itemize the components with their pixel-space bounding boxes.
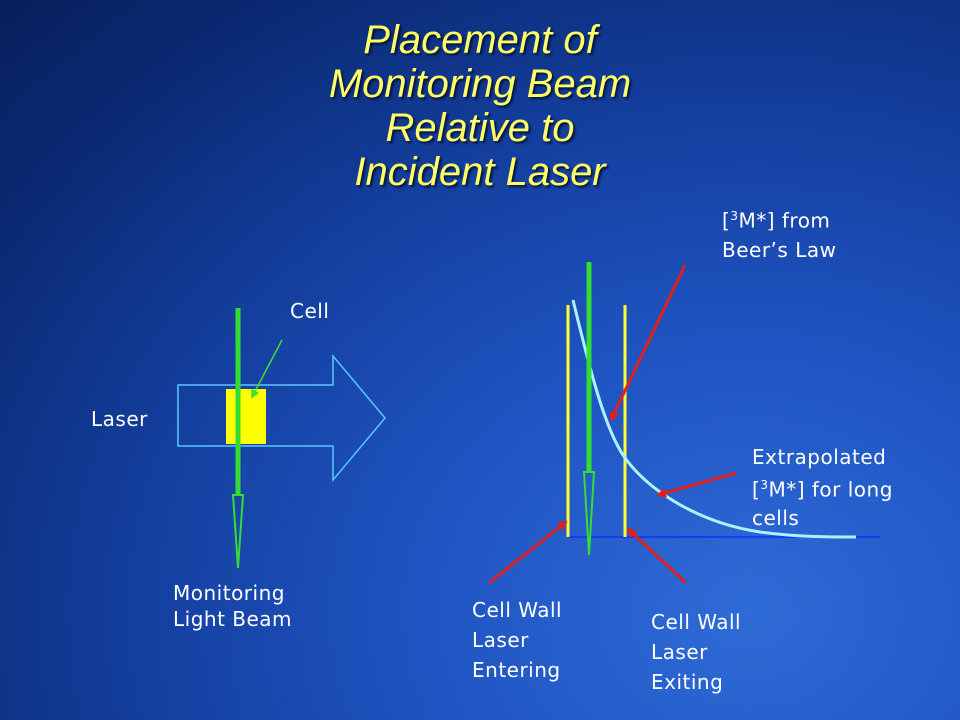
exiting-pointer — [626, 527, 688, 585]
beers-law-label: [3M*] from Beer’s Law — [722, 202, 836, 265]
title-line-1: Placement of — [363, 18, 597, 62]
extrapolated-line-3: cells — [752, 505, 800, 530]
extrapolated-bracket: [ — [752, 477, 761, 502]
exiting-line-1: Cell Wall — [651, 610, 742, 634]
laser-arrow-outline — [177, 353, 386, 483]
monitoring-light-beam-label: Monitoring Light Beam — [173, 580, 292, 632]
beers-law-bracket: [ — [722, 208, 731, 233]
cell-label: Cell — [290, 299, 330, 323]
exiting-line-3: Exiting — [651, 670, 724, 694]
sample-cell — [226, 389, 266, 444]
cell-wall-exiting-label: Cell Wall Laser Exiting — [651, 607, 741, 697]
extrapolated-superscript: 3 — [760, 478, 769, 492]
monitoring-label-line-1: Monitoring — [173, 581, 285, 605]
beers-law-line-1: [3M*] from — [722, 202, 836, 236]
cell-wall-entering-label: Cell Wall Laser Entering — [472, 595, 562, 685]
monitoring-beam-right — [582, 262, 596, 556]
entering-pointer — [488, 520, 568, 585]
monitoring-label-line-2: Light Beam — [173, 607, 293, 631]
entering-line-1: Cell Wall — [472, 598, 563, 622]
laser-label: Laser — [91, 407, 148, 431]
title-line-3: Relative to — [385, 106, 575, 150]
monitoring-beam-left — [231, 308, 245, 569]
extrapolated-pointer — [656, 471, 737, 498]
cell-pointer-line — [251, 339, 283, 399]
entering-line-2: Laser — [472, 628, 529, 652]
extrapolated-line-2-rest: M*] for long — [768, 477, 893, 502]
extrapolated-line-1: Extrapolated — [752, 445, 887, 469]
beers-law-line-2: Beer’s Law — [722, 237, 837, 262]
extrapolated-line-2: [3M*] for long — [752, 471, 893, 504]
extrapolated-label: Extrapolated [3M*] for long cells — [752, 443, 893, 532]
title-line-4: Incident Laser — [354, 150, 606, 194]
beers-law-line-1-rest: M*] from — [738, 208, 831, 233]
beers-law-pointer — [609, 264, 687, 422]
title-line-2: Monitoring Beam — [328, 62, 632, 106]
exiting-line-2: Laser — [651, 640, 708, 664]
slide-title: Placement of Monitoring Beam Relative to… — [240, 18, 720, 194]
beers-law-superscript: 3 — [730, 209, 739, 223]
entering-line-3: Entering — [472, 658, 561, 682]
